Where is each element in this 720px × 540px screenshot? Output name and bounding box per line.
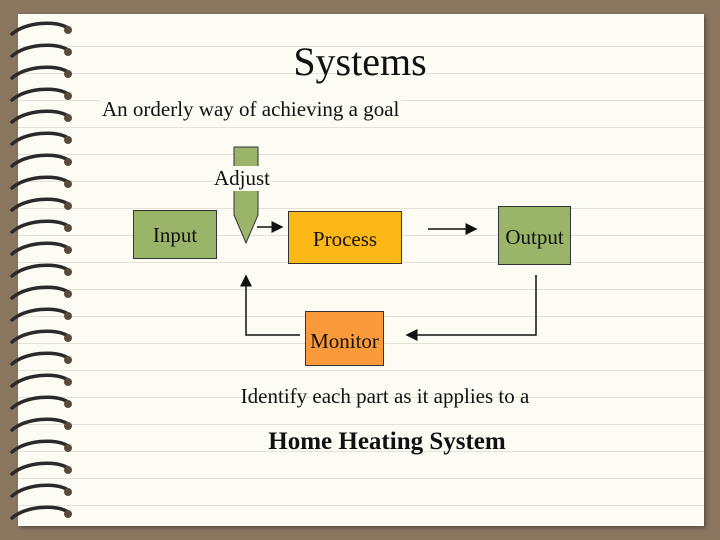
binding-hole xyxy=(64,312,72,320)
binding-ring xyxy=(10,417,70,432)
output-node: Output xyxy=(498,206,571,265)
binding-hole xyxy=(64,246,72,254)
system-heading: Home Heating System xyxy=(268,428,506,455)
binding-ring xyxy=(10,131,70,146)
binding-hole xyxy=(64,268,72,276)
binding-ring xyxy=(10,505,70,520)
prompt-text: Identify each part as it applies to a xyxy=(240,384,530,408)
binding-hole xyxy=(64,378,72,386)
binding-hole xyxy=(64,180,72,188)
binding-hole xyxy=(64,422,72,430)
adjust-pointer xyxy=(233,146,259,245)
binding-ring xyxy=(10,373,70,388)
binding-hole xyxy=(64,158,72,166)
input-node: Input xyxy=(133,210,217,259)
binding-ring xyxy=(10,241,70,256)
spiral-binding xyxy=(10,21,72,520)
binding-hole xyxy=(64,488,72,496)
process-node: Process xyxy=(288,211,402,264)
binding-hole xyxy=(64,356,72,364)
binding-ring xyxy=(10,439,70,454)
binding-ring xyxy=(10,153,70,168)
binding-hole xyxy=(64,202,72,210)
binding-hole xyxy=(64,444,72,452)
binding-hole xyxy=(64,26,72,34)
binding-hole xyxy=(64,114,72,122)
binding-ring xyxy=(10,21,70,36)
adjust-label: Adjust xyxy=(214,166,271,191)
slide-subtitle: An orderly way of achieving a goal xyxy=(100,97,402,122)
binding-ring xyxy=(10,65,70,80)
binding-ring xyxy=(10,307,70,322)
binding-ring xyxy=(10,197,70,212)
binding-hole xyxy=(64,136,72,144)
binding-hole xyxy=(64,70,72,78)
binding-ring xyxy=(10,87,70,102)
binding-ring xyxy=(10,351,70,366)
binding-ring xyxy=(10,109,70,124)
binding-ring xyxy=(10,285,70,300)
binding-hole xyxy=(64,290,72,298)
binding-ring xyxy=(10,395,70,410)
binding-ring xyxy=(10,483,70,498)
binding-ring xyxy=(10,43,70,58)
binding-hole xyxy=(64,334,72,342)
line-monitor-to-input xyxy=(240,274,300,336)
binding-hole xyxy=(64,400,72,408)
binding-ring xyxy=(10,219,70,234)
binding-hole xyxy=(64,510,72,518)
binding-ring xyxy=(10,263,70,278)
line-output-to-monitor xyxy=(450,275,537,336)
binding-hole xyxy=(64,224,72,232)
binding-hole xyxy=(64,466,72,474)
binding-ring xyxy=(10,461,70,476)
binding-hole xyxy=(64,48,72,56)
binding-ring xyxy=(10,175,70,190)
binding-ring xyxy=(10,329,70,344)
binding-hole xyxy=(64,92,72,100)
slide-title: Systems xyxy=(293,39,427,84)
monitor-node: Monitor xyxy=(305,311,384,366)
